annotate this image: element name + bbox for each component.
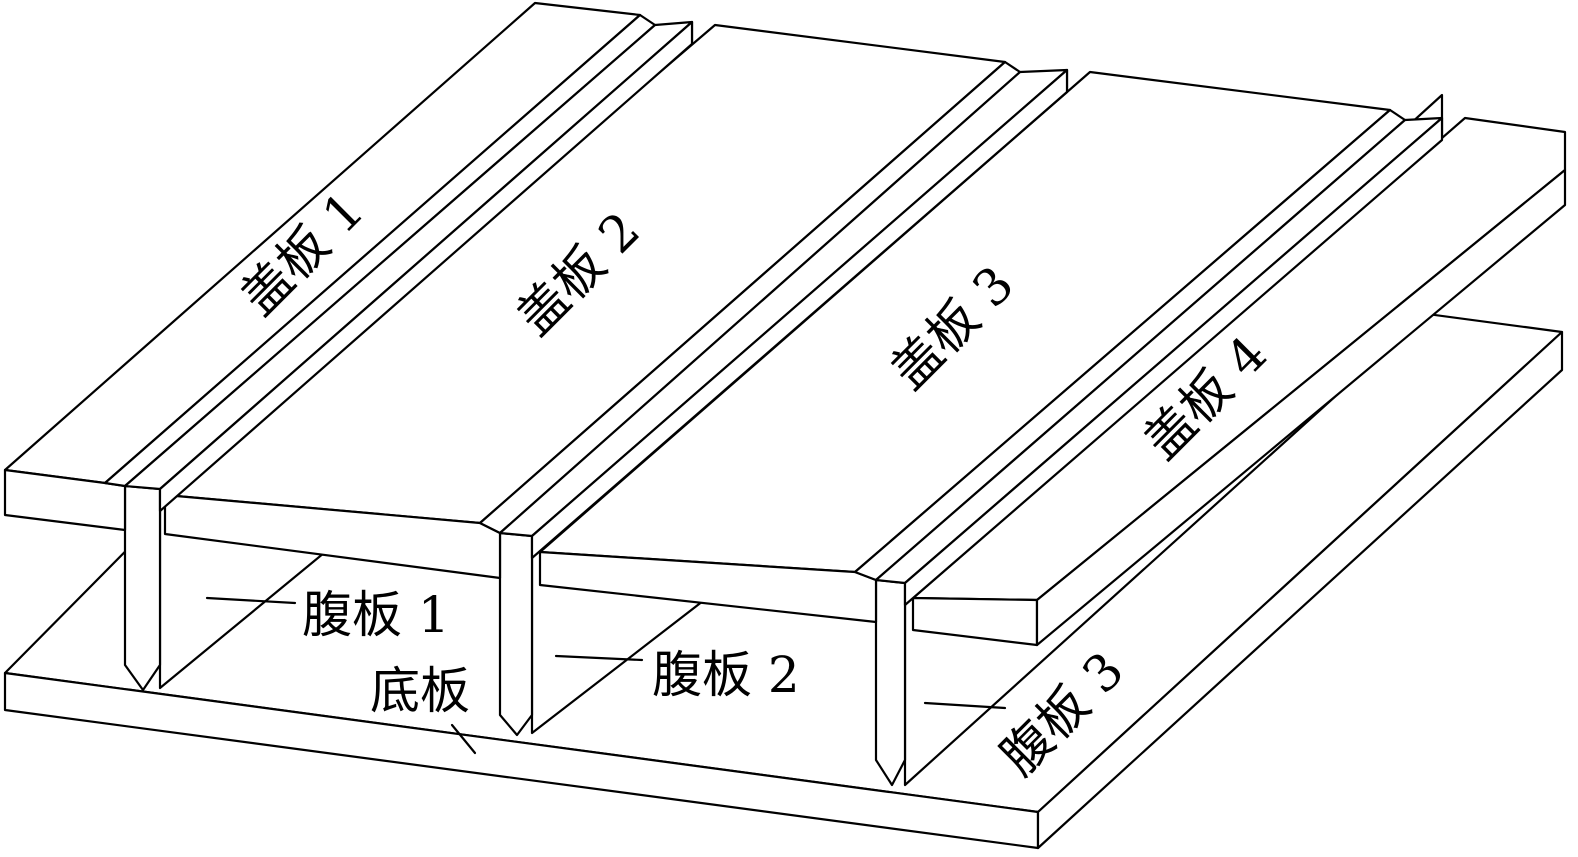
cover-plate-1-front-face: [3, 468, 127, 532]
web-plate-1-front-face: [123, 484, 162, 692]
web-plate-3-flange-side: [903, 116, 1444, 607]
cover-plate-3: [538, 70, 1407, 624]
base-leader-line: [450, 723, 477, 755]
web-plate-3-front-face: [874, 578, 907, 787]
base-plate-right-face: [1036, 330, 1564, 850]
cover-plate-4-right-face: [1035, 168, 1567, 647]
web-plate-2-front-face: [498, 531, 534, 737]
web-2-leader-line: [554, 654, 644, 662]
base-plate-label: 底板: [370, 662, 470, 720]
web-plate-3-flange: [874, 116, 1444, 607]
web-1-leader-line: [205, 596, 297, 605]
web-plate-2-flange: [498, 68, 1069, 560]
web-plate-1-flange: [123, 20, 694, 513]
cover-plate-2: [163, 23, 1022, 580]
cover-plate-3-front-face: [538, 550, 878, 624]
cover-plate-2-front-face: [163, 493, 502, 580]
web-3-leader-line: [923, 701, 1007, 710]
web-plate-1-flange-side: [158, 20, 694, 513]
web-plate-2-label: 腹板 2: [652, 646, 800, 704]
web-plate-2-flange-side: [530, 68, 1069, 560]
web-plate-1-label: 腹板 1: [302, 586, 450, 644]
